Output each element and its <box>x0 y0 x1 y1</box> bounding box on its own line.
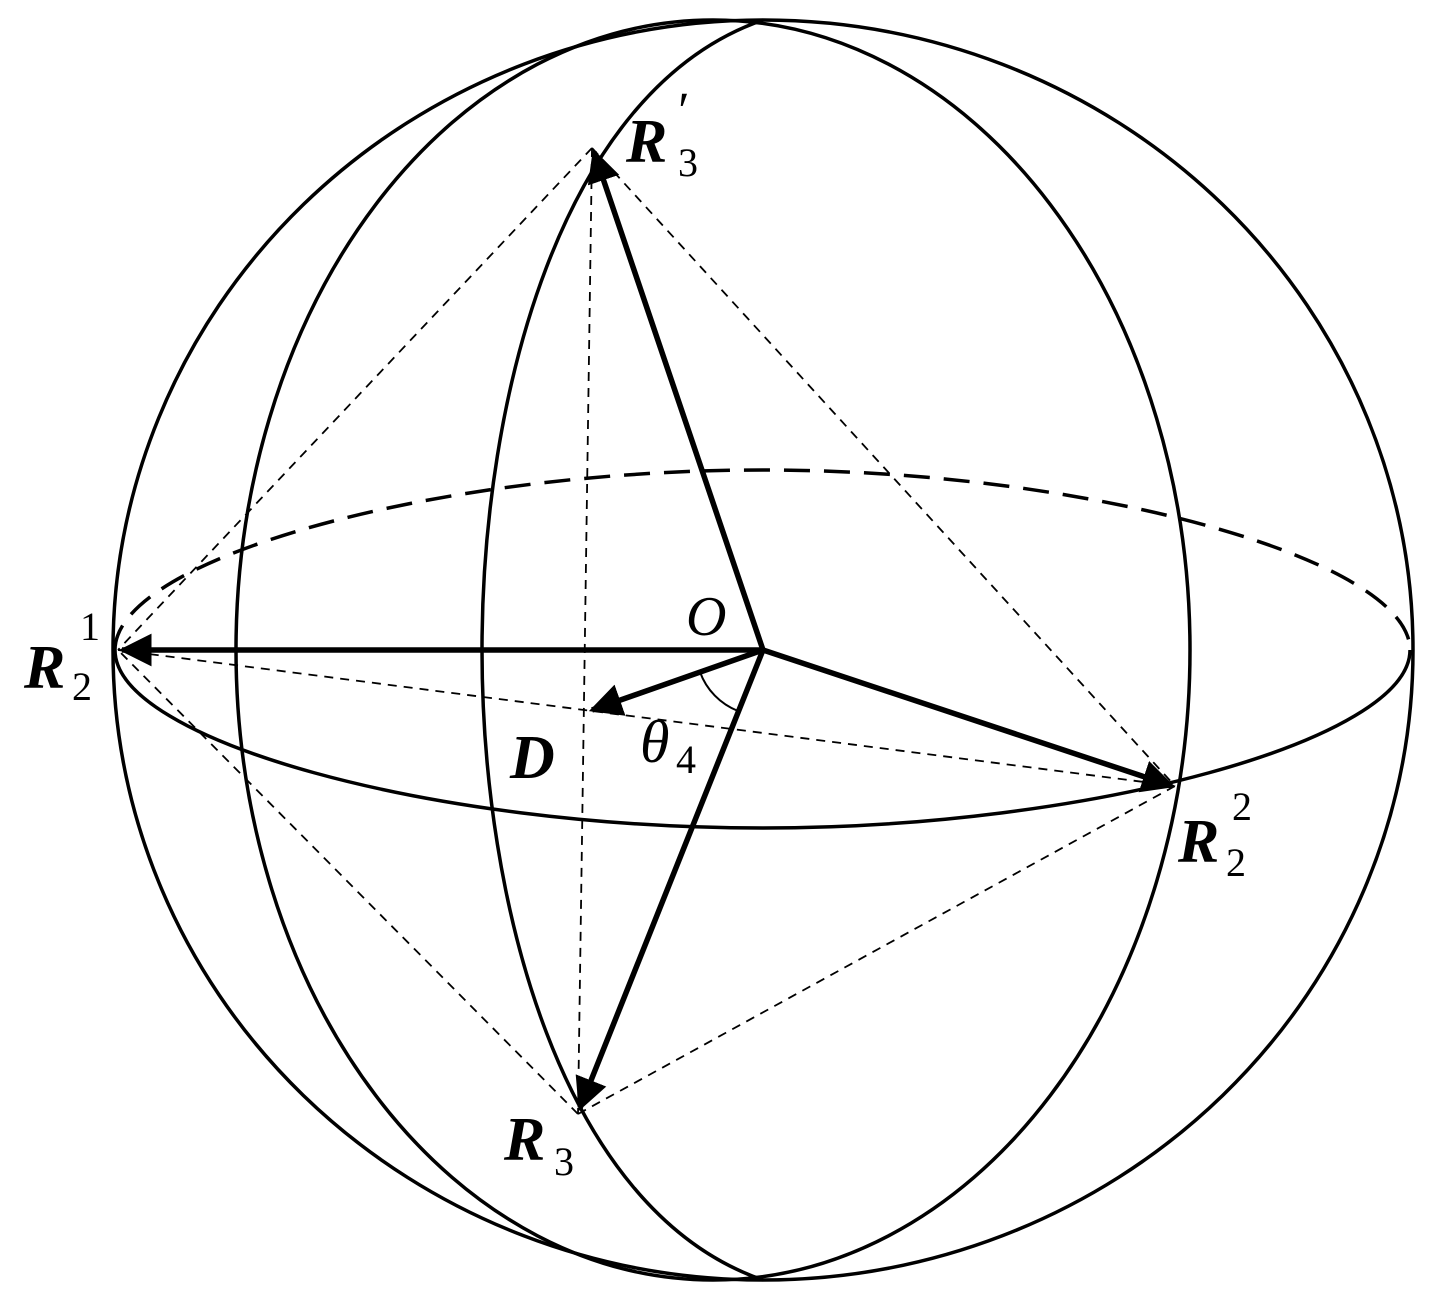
equator-back <box>113 468 1412 651</box>
vector-r3 <box>575 648 766 1112</box>
label-r2-1-sub: 2 <box>72 664 92 709</box>
dash-r3p-r3 <box>577 147 593 1115</box>
vector-r2-2 <box>762 647 1176 793</box>
equator-front <box>113 649 1412 830</box>
dash-r3-r21 <box>117 649 579 1115</box>
label-r3-sub: 3 <box>554 1139 574 1184</box>
label-r3-prime-main: R <box>625 108 667 176</box>
label-r2-1-sup: 1 <box>80 604 100 649</box>
dash-r21-r22 <box>117 649 1176 787</box>
label-r2-2-main: R <box>1177 808 1219 876</box>
dash-r3p-r22 <box>591 147 1176 787</box>
label-r2-1-main: R <box>23 634 65 702</box>
label-r2-1: R 2 1 <box>23 604 100 709</box>
label-r2-2-sup: 2 <box>1232 784 1252 829</box>
label-theta-main: θ <box>640 709 669 775</box>
vector-r3-prime <box>587 148 766 651</box>
label-d: D <box>509 724 555 792</box>
dash-r3p-r21 <box>117 147 593 651</box>
vectors <box>118 148 1176 1112</box>
vector-d <box>588 647 764 716</box>
label-r3-prime-sup: ′ <box>675 83 688 140</box>
label-r3: R 3 <box>503 1106 574 1184</box>
label-theta: θ 4 <box>640 709 696 782</box>
angle-arc-theta <box>699 671 739 712</box>
dash-r3-r22 <box>577 785 1176 1115</box>
label-r3-prime-sub: 3 <box>678 140 698 185</box>
label-r2-2-sub: 2 <box>1226 840 1246 885</box>
label-r2-2: R 2 2 <box>1177 784 1252 885</box>
construction-lines <box>117 147 1176 1115</box>
label-theta-sub: 4 <box>676 737 696 782</box>
label-origin: O <box>686 586 726 648</box>
label-r3-main: R <box>503 1106 545 1174</box>
label-r3-prime: R 3 ′ <box>625 83 698 185</box>
